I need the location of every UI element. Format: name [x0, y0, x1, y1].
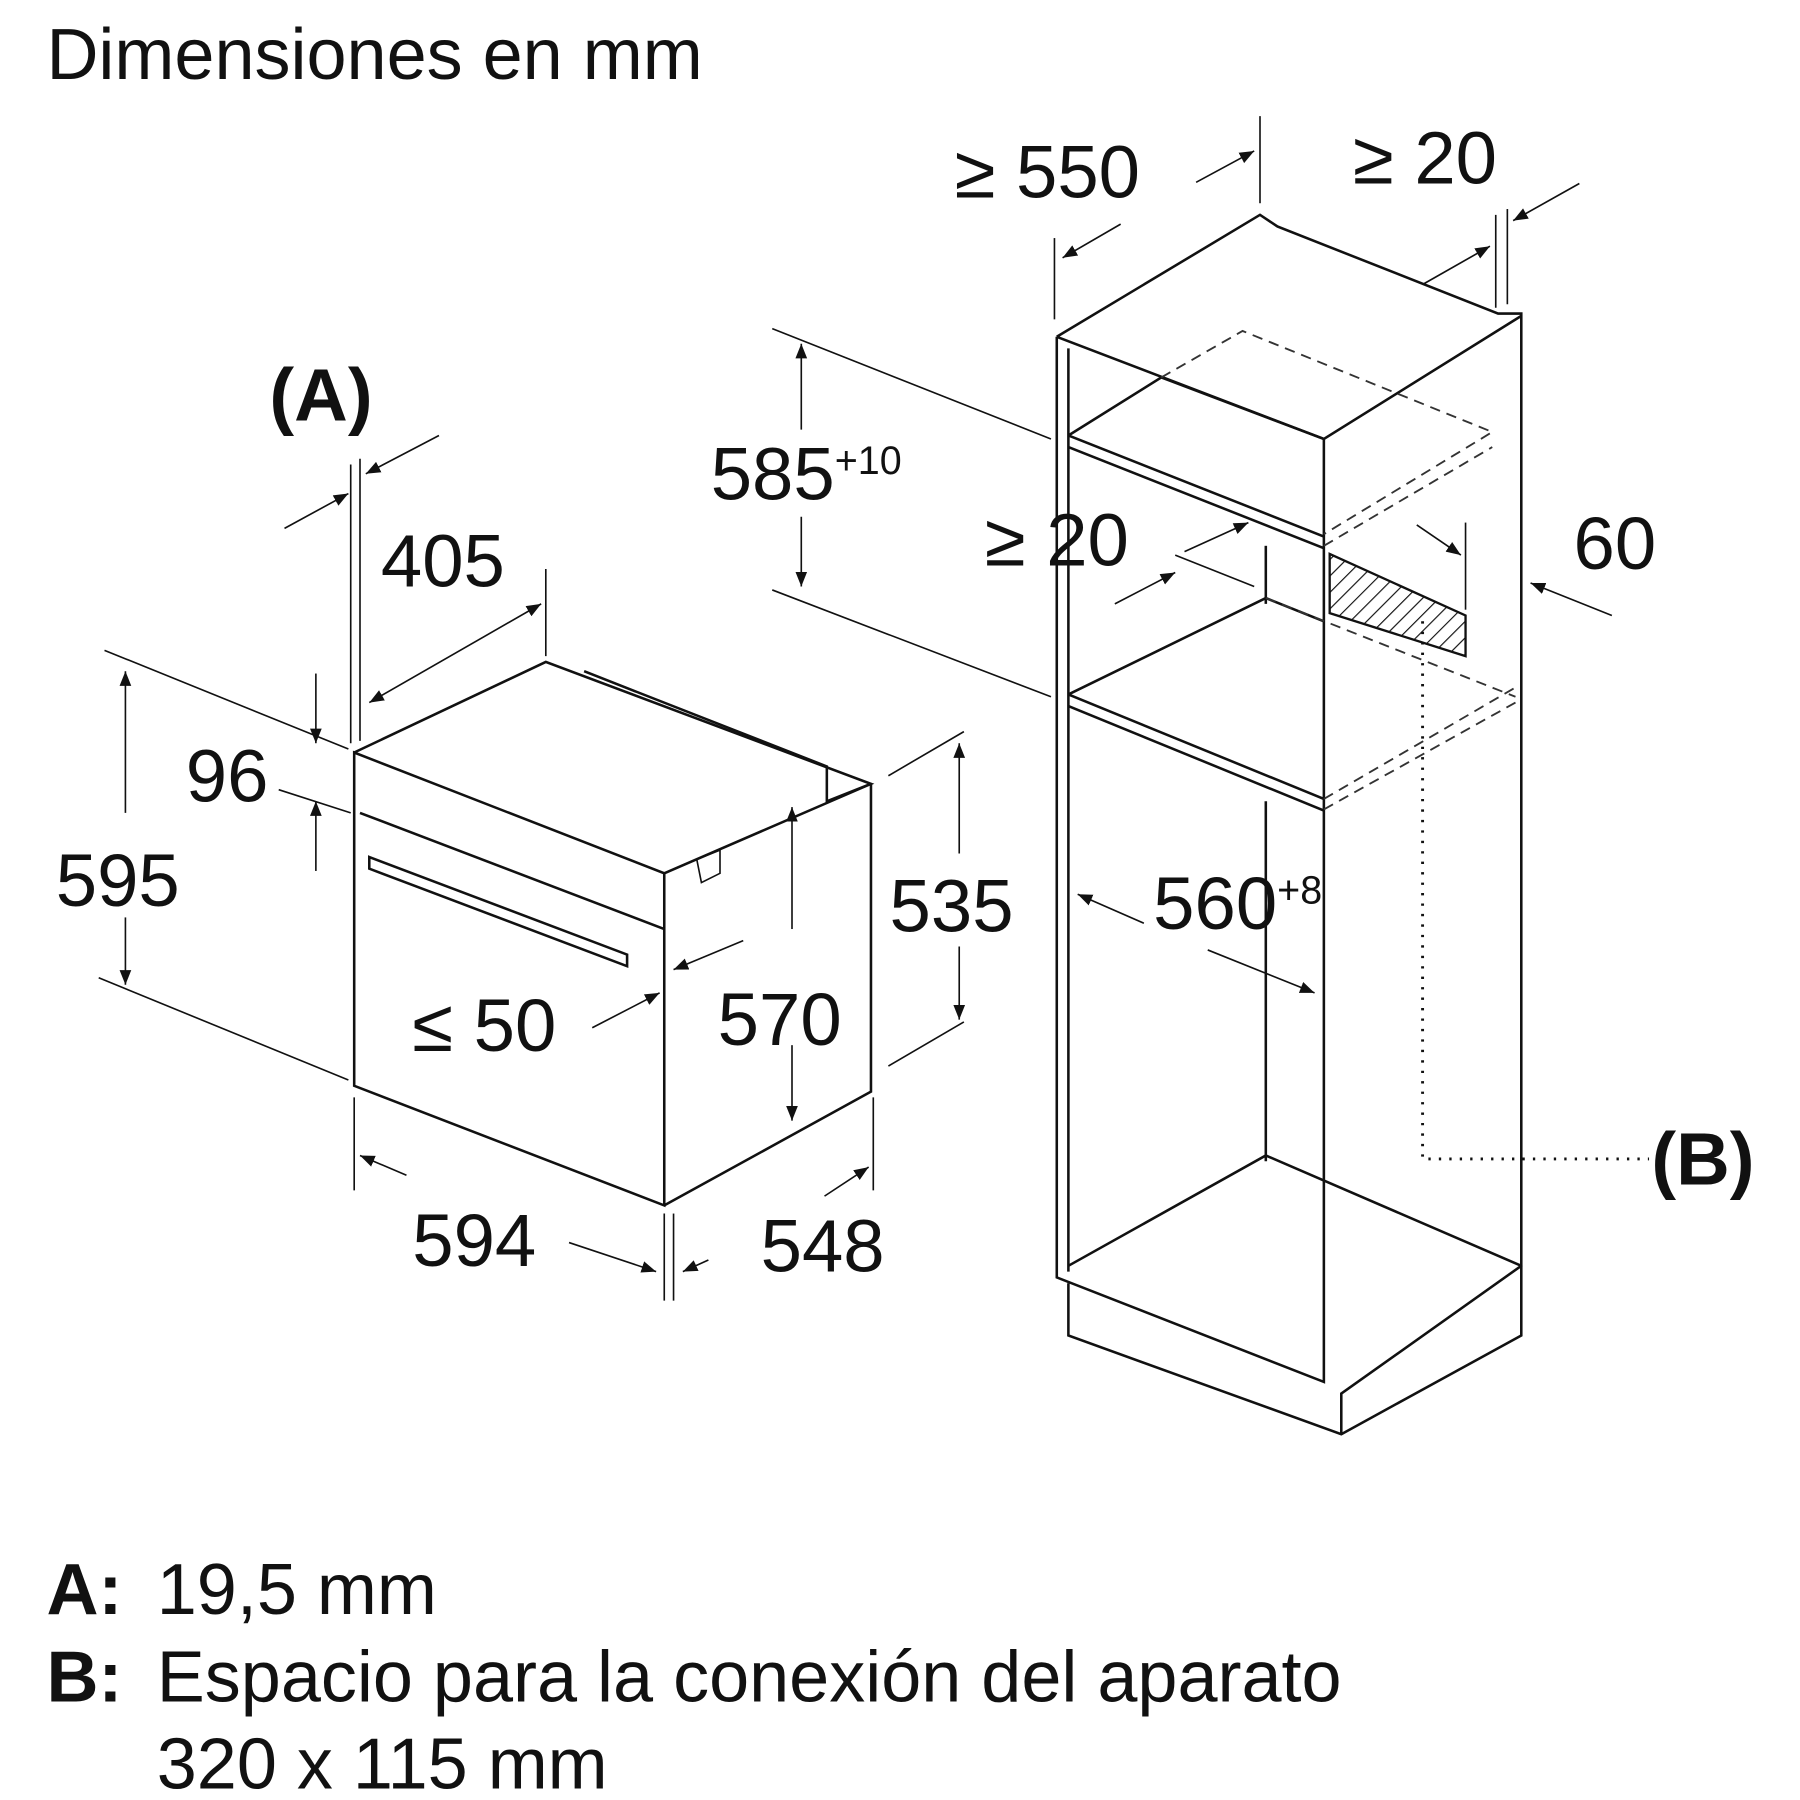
legend-text-b-size: 320 x 115 mm — [157, 1724, 608, 1800]
dim-le-50: ≤ 50 — [412, 984, 556, 1067]
legend: A: 19,5 mm B: Espacio para la conexión d… — [46, 1550, 1341, 1800]
dim-ge-20-back: ≥ 20 — [1353, 116, 1497, 199]
cabinet-dimension-lines — [771, 116, 1613, 994]
legend-key-b: B: — [46, 1637, 122, 1717]
dim-548: 548 — [761, 1205, 885, 1288]
dim-595: 595 — [56, 839, 180, 922]
legend-text-b: Espacio para la conexión del aparato — [157, 1637, 1342, 1717]
cabinet-drawing — [1055, 213, 1650, 1436]
legend-text-a: 19,5 mm — [157, 1550, 437, 1630]
dim-ge-20-shelf: ≥ 20 — [985, 499, 1129, 582]
dim-60: 60 — [1574, 502, 1657, 585]
oven-dimension-lines — [98, 434, 966, 1301]
dim-535: 535 — [890, 864, 1014, 947]
legend-key-a: A: — [46, 1550, 122, 1630]
diagram-title: Dimensiones en mm — [46, 15, 702, 95]
dim-570: 570 — [718, 978, 842, 1061]
dim-560: 560+8 — [1153, 862, 1322, 945]
dim-585: 585+10 — [711, 432, 902, 515]
dim-ge-550: ≥ 550 — [955, 130, 1140, 213]
dim-594: 594 — [412, 1199, 536, 1282]
oven-drawing — [352, 660, 875, 1208]
dim-a-label: (A) — [269, 353, 372, 436]
dim-405: 405 — [381, 519, 505, 602]
dim-96: 96 — [186, 734, 269, 817]
dim-b-label: (B) — [1651, 1118, 1754, 1201]
